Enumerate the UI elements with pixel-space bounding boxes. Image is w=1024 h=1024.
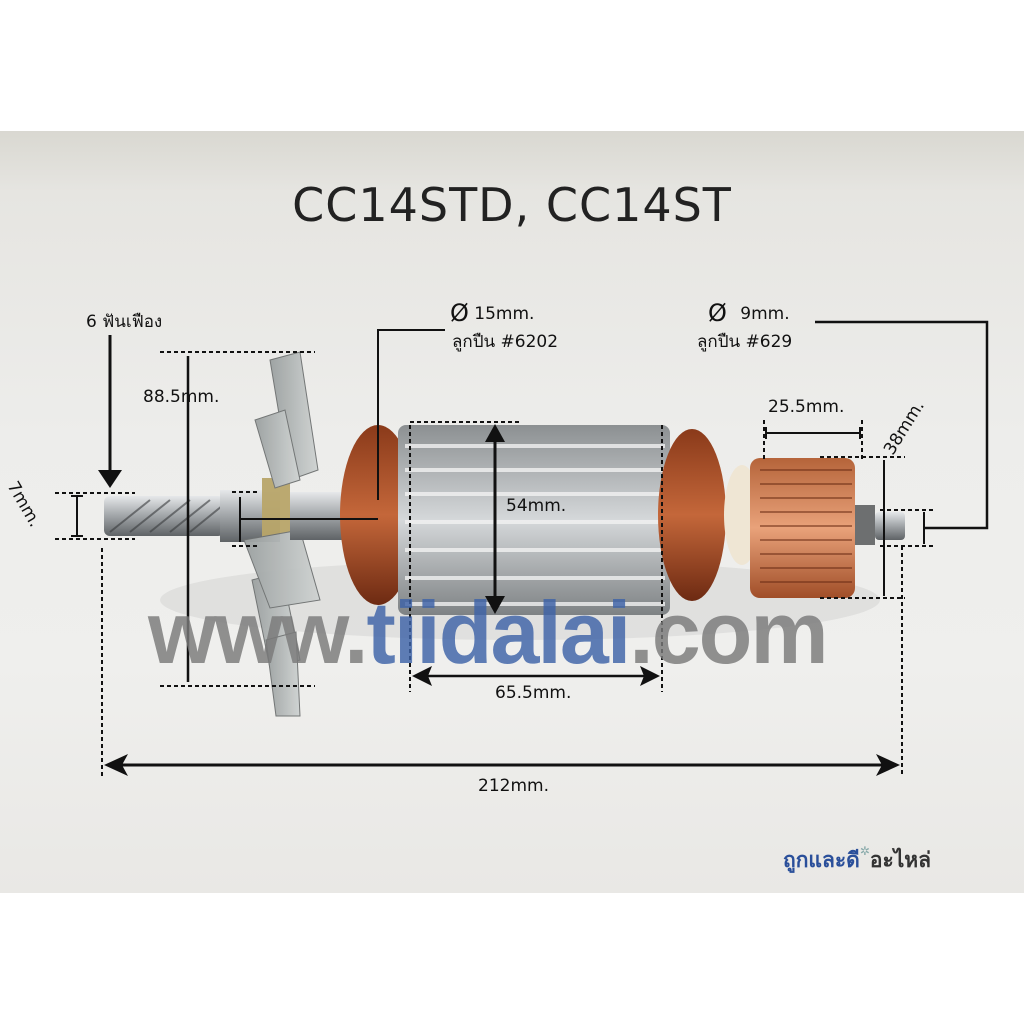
commutator-length-label: 25.5mm. <box>768 397 845 417</box>
front-bearing-diameter-value: 15mm. <box>474 304 535 324</box>
core-diameter-label: 54mm. <box>506 496 567 516</box>
rear-bearing-diameter-value: 9mm. <box>740 304 790 324</box>
watermark-prefix: www. <box>148 583 369 682</box>
watermark-domain: tiidalai <box>366 583 632 682</box>
brand-name-part1: ถูกและดี <box>783 848 860 872</box>
front-bearing-diameter-label: Ø 15mm. <box>450 299 534 327</box>
rear-winding <box>658 429 726 601</box>
diameter-symbol-icon: Ø <box>450 299 469 327</box>
brand-star-icon: ✲ <box>859 844 870 858</box>
watermark-suffix: .com <box>629 583 828 682</box>
brand-name-part2: อะไหล่ <box>869 848 931 872</box>
brand-logo: ถูกและดี✲อะไหล่ <box>783 844 931 877</box>
watermark: www.tiidalai.com <box>148 582 829 684</box>
page-title: CC14STD, CC14ST <box>292 178 732 232</box>
commutator <box>750 458 855 598</box>
arrowheads <box>98 424 900 776</box>
cooling-fan <box>243 351 321 717</box>
rear-bearing-diameter-label: Ø 9mm. <box>708 299 790 327</box>
diameter-symbol-icon: Ø <box>708 299 727 327</box>
front-bearing-model-label: ลูกปืน #6202 <box>452 332 559 352</box>
rear-shaft-end <box>875 512 905 540</box>
laminated-core <box>398 425 670 615</box>
total-length-label: 212mm. <box>478 776 549 796</box>
core-length-label: 65.5mm. <box>495 683 572 703</box>
dimension-lines <box>55 320 989 776</box>
rear-bearing-model-label: ลูกปืน #629 <box>697 332 793 352</box>
rear-bearing-seat <box>855 505 875 545</box>
front-winding <box>340 425 416 605</box>
teeth-count-label: 6 ฟันเฟือง <box>86 312 163 332</box>
fan-height-label: 88.5mm. <box>143 387 220 407</box>
drive-gear <box>104 490 280 542</box>
